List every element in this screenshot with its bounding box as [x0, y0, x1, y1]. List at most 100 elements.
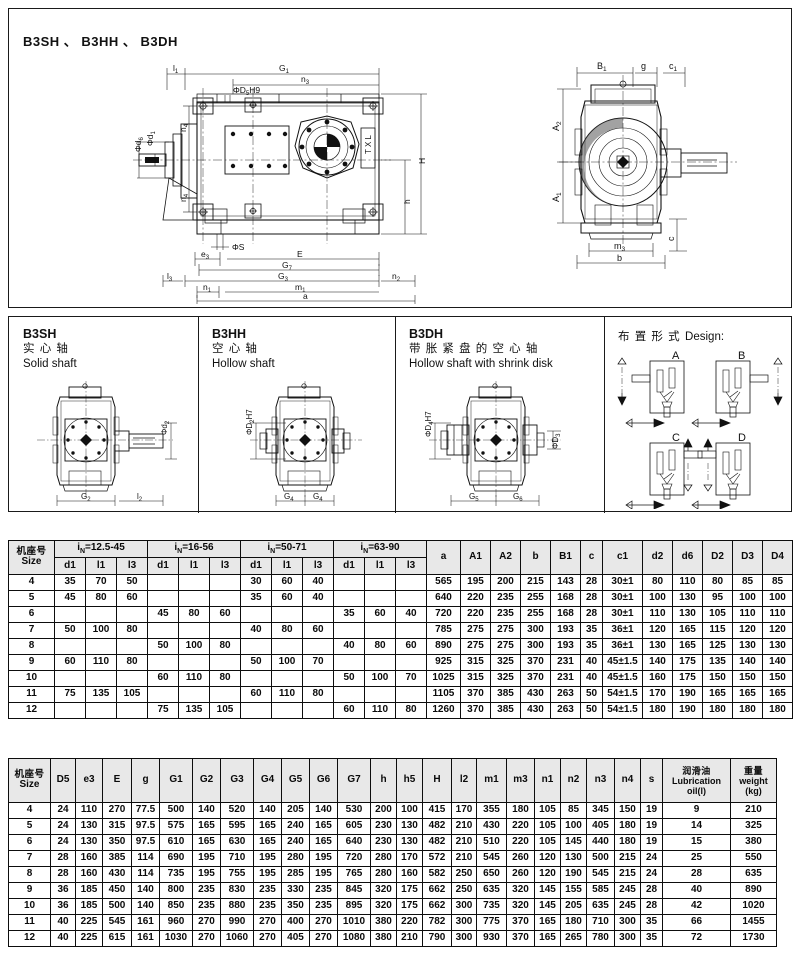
t1-cell: 160 — [642, 670, 673, 687]
t2-cell: 720 — [337, 850, 371, 867]
t2-cell: 24 — [50, 834, 76, 851]
t1-cell: 30±1 — [602, 606, 643, 623]
t2-cell: 960 — [159, 914, 193, 931]
t1-cell — [116, 638, 148, 655]
t2-cell: 415 — [422, 802, 452, 819]
t2-cell: 250 — [451, 866, 477, 883]
t2-cell: 355 — [476, 802, 507, 819]
t1-cell: 130 — [732, 638, 763, 655]
t2-size-cell: 9 — [8, 882, 51, 899]
t2-cell: 585 — [586, 882, 615, 899]
t2-header-s: s — [640, 758, 663, 803]
t1-cell: 890 — [426, 638, 461, 655]
t1-cell — [240, 638, 272, 655]
t2-cell: 530 — [337, 802, 371, 819]
t1-cell: 40 — [395, 606, 427, 623]
t1-cell: 60 — [302, 622, 334, 639]
t2-cell: 320 — [506, 898, 535, 915]
svg-text:ΦS: ΦS — [232, 242, 245, 252]
t2-cell: 220 — [396, 914, 423, 931]
t2-cell: 280 — [370, 866, 397, 883]
panel-b3dh: B3DH 带 胀 紧 盘 的 空 心 轴 Hollow shaft with s… — [395, 317, 604, 513]
t1-cell: 140 — [732, 654, 763, 671]
t2-cell: 270 — [309, 930, 338, 947]
t2-size-cell: 4 — [8, 802, 51, 819]
t2-cell: 575 — [159, 818, 193, 835]
t1-cell — [271, 638, 303, 655]
panel-b3hh-cn: 空 心 轴 — [212, 343, 258, 355]
t1-subheader-l1-g1: l1 — [178, 557, 210, 575]
t1-cell: 263 — [550, 702, 581, 719]
t1-cell — [116, 702, 148, 719]
t1-header-A1: A1 — [460, 540, 491, 575]
t1-cell: 35 — [54, 574, 86, 591]
t2-header-H: H — [422, 758, 452, 803]
t1-cell: 60 — [364, 606, 396, 623]
t2-cell: 330 — [281, 882, 310, 899]
t2-cell: 130 — [396, 818, 423, 835]
t1-cell: 275 — [490, 638, 521, 655]
t1-cell — [395, 574, 427, 591]
t1-cell: 130 — [762, 638, 793, 655]
t2-cell: 205 — [281, 802, 310, 819]
t1-cell: 135 — [178, 702, 210, 719]
t1-cell: 190 — [672, 686, 703, 703]
svg-text:G4: G4 — [313, 492, 323, 503]
svg-text:l2: l2 — [137, 492, 143, 503]
t1-cell: 165 — [672, 638, 703, 655]
t1-cell: 110 — [762, 606, 793, 623]
t1-cell: 315 — [460, 670, 491, 687]
t1-cell: 565 — [426, 574, 461, 591]
t1-cell: 45±1.5 — [602, 654, 643, 671]
panel-b3sh-en: Solid shaft — [23, 358, 77, 370]
t2-cell: 130 — [75, 818, 103, 835]
design-label-a: A — [672, 350, 680, 362]
t1-cell — [395, 654, 427, 671]
t2-cell: 160 — [396, 866, 423, 883]
t2-cell: 205 — [560, 898, 587, 915]
t2-cell: 850 — [159, 898, 193, 915]
t1-header-D2: D2 — [702, 540, 733, 575]
svg-text:n1: n1 — [203, 282, 212, 294]
t1-cell: 430 — [520, 702, 551, 719]
t1-cell: 150 — [762, 670, 793, 687]
panel-b3sh-code: B3SH — [23, 327, 57, 341]
t2-cell: 300 — [451, 914, 477, 931]
t2-cell: 370 — [506, 914, 535, 931]
t1-cell: 130 — [672, 606, 703, 623]
t1-cell: 30±1 — [602, 574, 643, 591]
t1-cell — [85, 606, 117, 623]
t1-cell: 110 — [364, 702, 396, 719]
t1-size-cell: 9 — [8, 654, 55, 671]
t2-cell: 97.5 — [131, 834, 160, 851]
t1-cell — [364, 686, 396, 703]
t2-cell: 450 — [102, 882, 132, 899]
t1-cell: 175 — [672, 670, 703, 687]
t2-cell: 270 — [192, 914, 221, 931]
t2-cell: 180 — [560, 914, 587, 931]
t2-cell: 180 — [614, 834, 641, 851]
t2-cell: 845 — [337, 882, 371, 899]
t2-cell: 160 — [75, 866, 103, 883]
t1-cell — [85, 638, 117, 655]
t2-cell: 130 — [75, 834, 103, 851]
t2-lubrication-cell: 28 — [662, 866, 731, 883]
t2-cell: 19 — [640, 802, 663, 819]
t2-cell: 19 — [640, 818, 663, 835]
panel-divider-3 — [604, 317, 605, 513]
svg-text:h: h — [402, 199, 412, 204]
t1-cell: 40 — [580, 654, 603, 671]
panel-b3hh-heading: B3HH 空 心 轴 Hollow shaft — [212, 327, 275, 371]
svg-text:Φd6: Φd6 — [133, 136, 145, 152]
t1-cell: 40 — [333, 638, 365, 655]
t1-cell: 50 — [116, 574, 148, 591]
t2-cell: 405 — [281, 930, 310, 947]
t2-cell: 430 — [476, 818, 507, 835]
t1-cell: 300 — [520, 622, 551, 639]
t2-header-G1: G1 — [159, 758, 193, 803]
svg-text:g: g — [641, 61, 646, 71]
